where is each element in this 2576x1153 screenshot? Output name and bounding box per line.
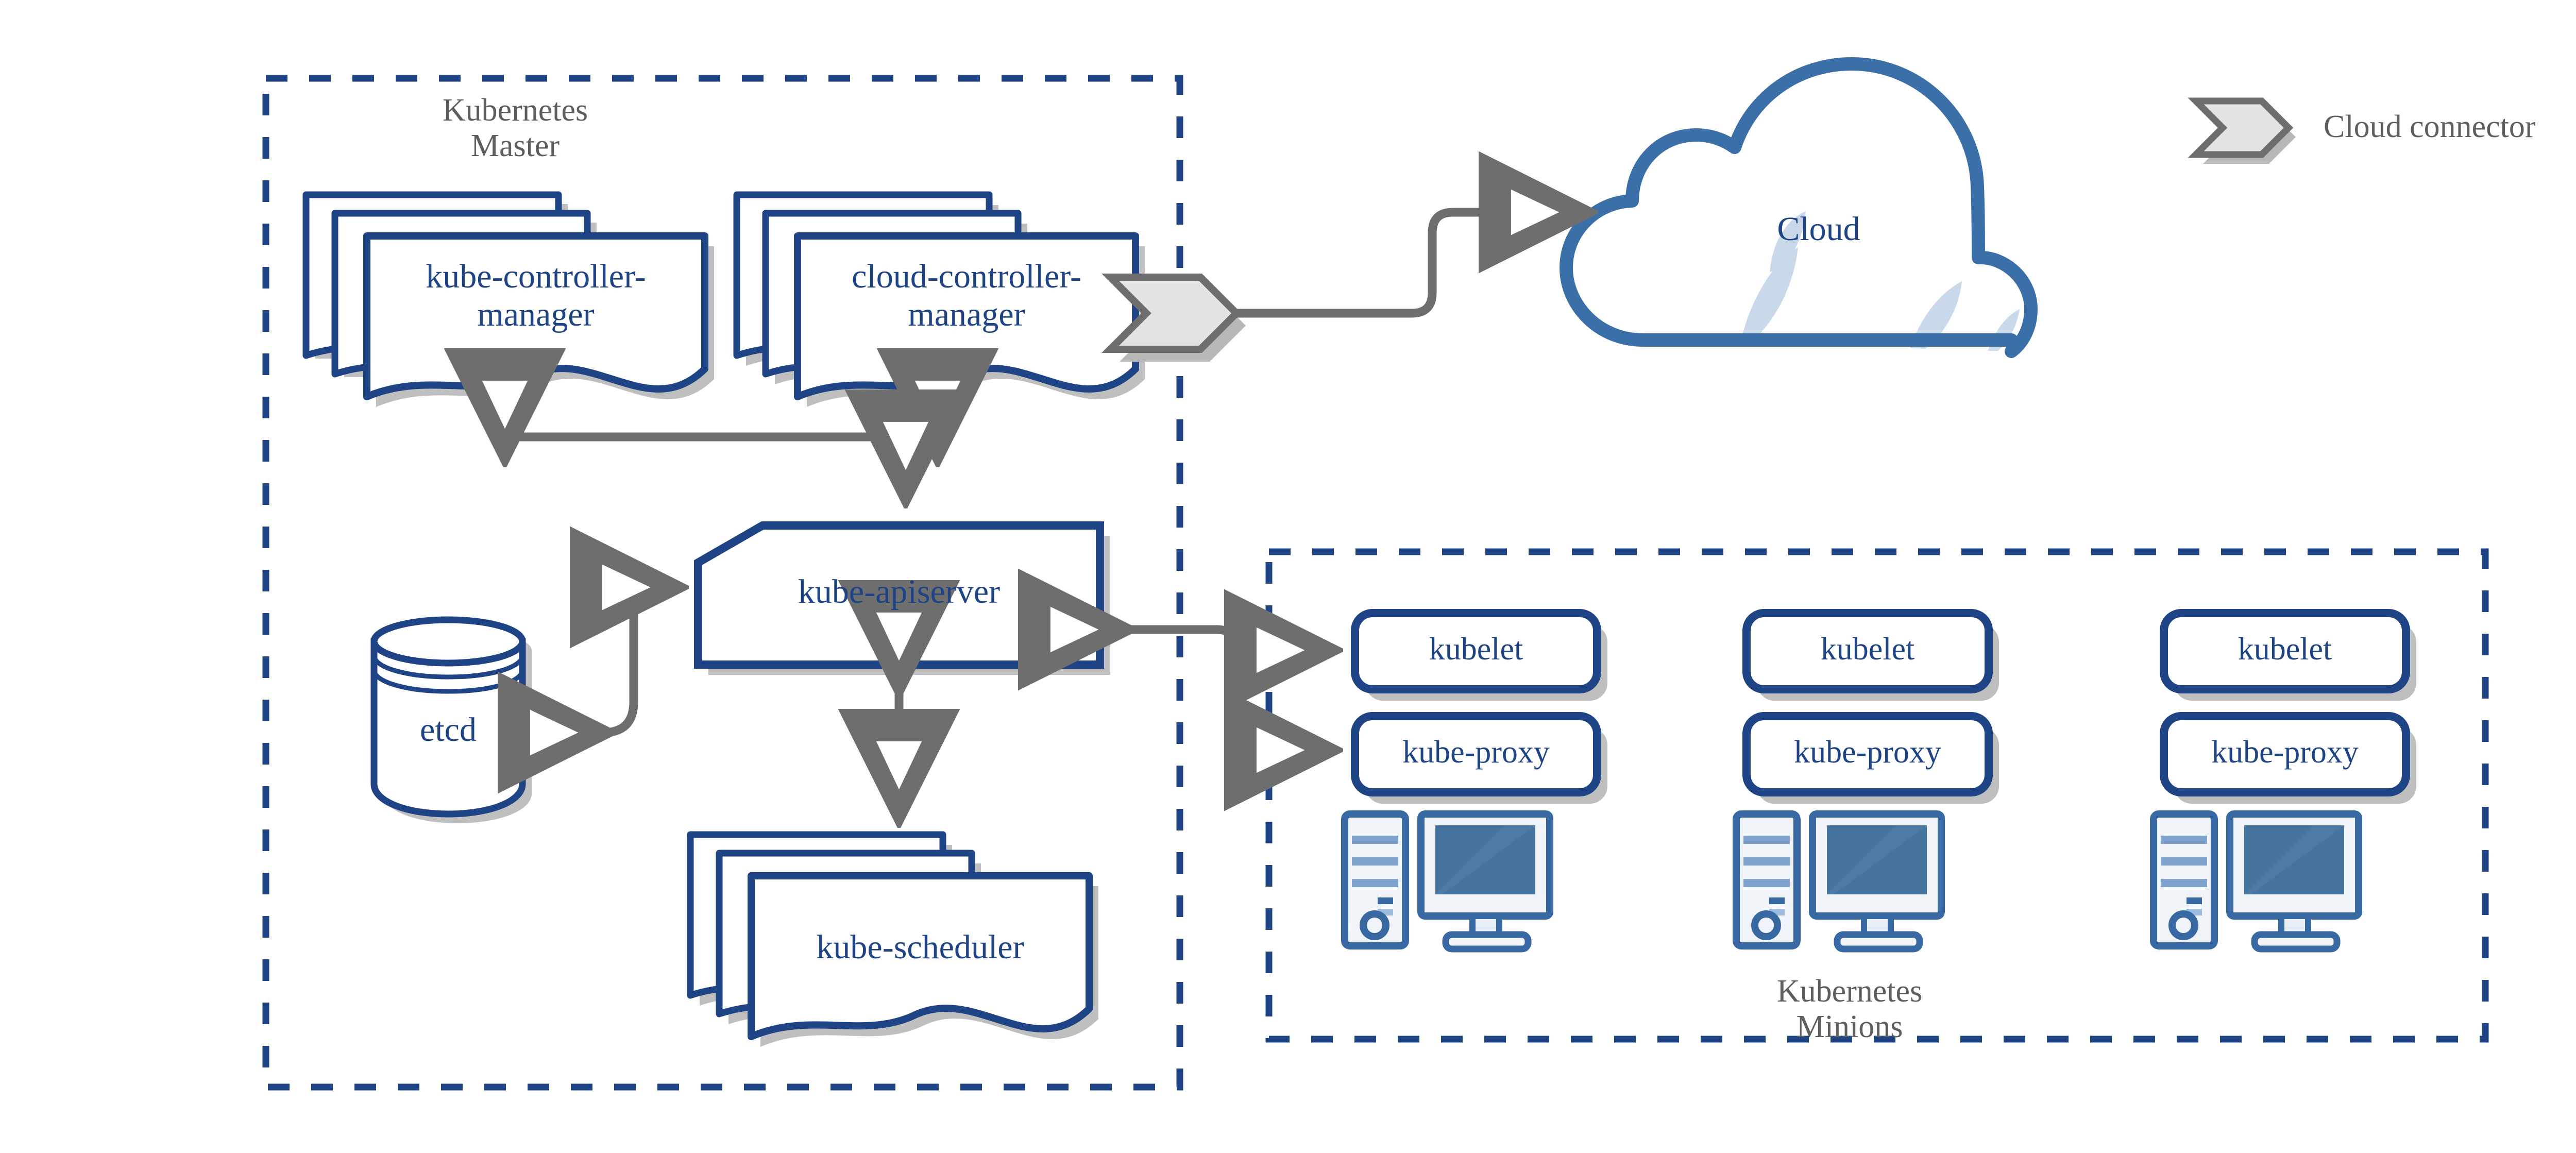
node-label-etcd: etcd bbox=[420, 711, 477, 749]
node-label-cloud-controller-manager: cloud-controller- manager bbox=[852, 258, 1081, 333]
connector-cloud-connector-to-cloud bbox=[1232, 212, 1584, 318]
minion-1-kubelet-label: kubelet bbox=[1429, 632, 1523, 667]
node-kube-scheduler bbox=[687, 831, 1098, 1047]
minion-2-kube-proxy-label: kube-proxy bbox=[1794, 735, 1941, 770]
cloud-label: Cloud bbox=[1777, 210, 1860, 248]
node-cloud-controller-manager bbox=[733, 191, 1145, 407]
minion-2-computer-icon bbox=[1733, 810, 1945, 953]
group-master-label: Kubernetes Master bbox=[442, 93, 588, 164]
minion-2 bbox=[1733, 609, 1999, 953]
group-minions-label: Kubernetes Minions bbox=[1776, 974, 1923, 1045]
node-label-kube-scheduler: kube-scheduler bbox=[816, 928, 1024, 966]
minion-1 bbox=[1341, 609, 1607, 953]
group-master-border bbox=[262, 75, 1183, 1091]
node-label-kube-apiserver: kube-apiserver bbox=[798, 573, 1001, 611]
minion-3-kubelet-label: kubelet bbox=[2238, 632, 2332, 667]
minion-3-computer-icon bbox=[2150, 810, 2362, 953]
minion-3-kube-proxy-label: kube-proxy bbox=[2211, 735, 2359, 770]
legend-label: Cloud connector bbox=[2324, 109, 2536, 144]
connector-apiserver-to-minion-kubelet bbox=[1123, 630, 1329, 750]
minion-2-kubelet-label: kubelet bbox=[1820, 632, 1915, 667]
cloud-connector-chevron-icon bbox=[1101, 274, 1246, 362]
connector-apiserver-etcd bbox=[603, 587, 675, 733]
cloud-shape bbox=[1560, 57, 2038, 358]
connector-apiserver-to-kube-controller-manager bbox=[505, 437, 911, 468]
minion-1-computer-icon bbox=[1341, 810, 1553, 953]
node-etcd bbox=[370, 616, 532, 823]
minion-3 bbox=[2150, 609, 2416, 953]
minion-1-kube-proxy-label: kube-proxy bbox=[1402, 735, 1550, 770]
node-label-kube-controller-manager: kube-controller- manager bbox=[426, 258, 646, 333]
legend-cloud-connector-icon bbox=[2188, 97, 2296, 164]
